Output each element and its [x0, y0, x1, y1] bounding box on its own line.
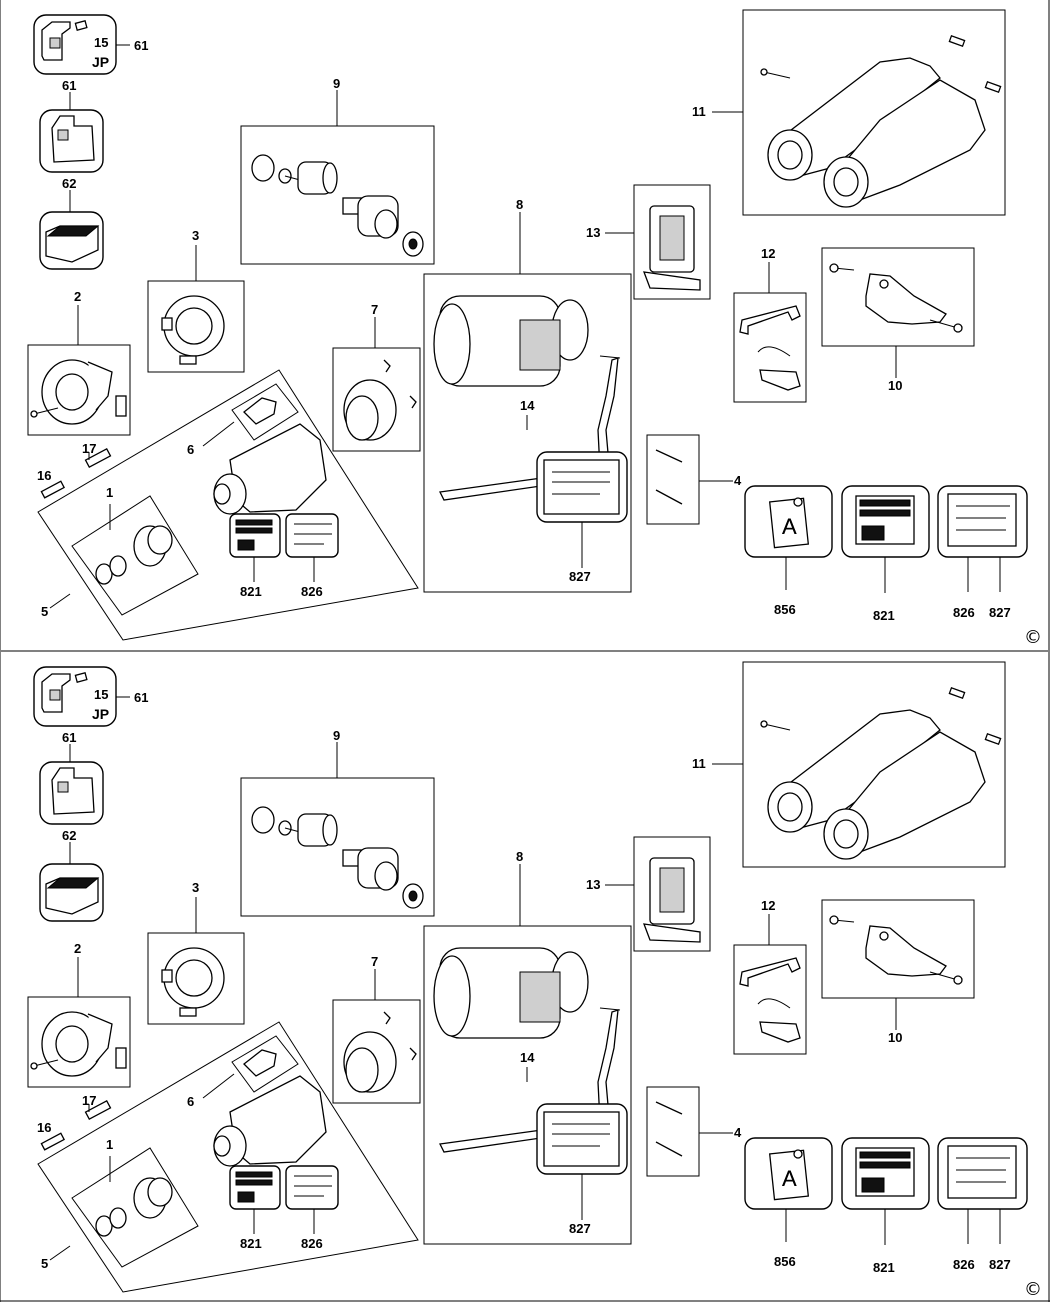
label-17: 17	[82, 1093, 96, 1108]
label-62: 62	[62, 176, 76, 191]
label-1: 1	[106, 1137, 113, 1152]
label-2: 2	[74, 289, 81, 304]
label-856: 856	[774, 602, 796, 617]
label-9: 9	[333, 728, 340, 743]
label-826: 826	[301, 1236, 323, 1251]
label-14: 14	[520, 398, 535, 413]
label-4: 4	[734, 473, 742, 488]
label-827: 827	[569, 1221, 591, 1236]
label-826: 826	[301, 584, 323, 599]
label-61: 61	[134, 38, 148, 53]
label-1: 1	[106, 485, 113, 500]
label-15: 15	[94, 35, 108, 50]
label-11: 11	[692, 104, 706, 119]
label-3: 3	[192, 228, 199, 243]
label-61: 61	[62, 78, 76, 93]
label-16: 16	[37, 1120, 51, 1135]
label-9: 9	[333, 76, 340, 91]
label-17: 17	[82, 441, 96, 456]
label-821: 821	[873, 608, 895, 623]
label-10: 10	[888, 378, 902, 393]
label-6: 6	[187, 1094, 194, 1109]
label-14: 14	[520, 1050, 535, 1065]
label-856-letter: A	[782, 1166, 797, 1191]
label-821: 821	[873, 1260, 895, 1275]
label-10: 10	[888, 1030, 902, 1045]
label-856: 856	[774, 1254, 796, 1269]
panel-top: 61 15 JP 61 62 9 3 2 7 8 13 11 12 10 6 1…	[0, 0, 1050, 651]
label-3: 3	[192, 880, 199, 895]
label-15: 15	[94, 687, 108, 702]
label-12: 12	[761, 898, 775, 913]
label-61: 61	[62, 730, 76, 745]
label-4: 4	[734, 1125, 742, 1140]
copyright-mark: ©	[1024, 1279, 1042, 1300]
label-7: 7	[371, 302, 378, 317]
label-62: 62	[62, 828, 76, 843]
label-821: 821	[240, 584, 262, 599]
label-8: 8	[516, 849, 523, 864]
label-7: 7	[371, 954, 378, 969]
label-827: 827	[569, 569, 591, 584]
label-jp: JP	[92, 706, 109, 722]
label-13: 13	[586, 225, 600, 240]
label-6: 6	[187, 442, 194, 457]
label-16: 16	[37, 468, 51, 483]
label-821: 821	[240, 1236, 262, 1251]
label-5: 5	[41, 1256, 48, 1271]
label-13: 13	[586, 877, 600, 892]
label-2: 2	[74, 941, 81, 956]
label-856-letter: A	[782, 514, 797, 539]
label-61: 61	[134, 690, 148, 705]
panel-bottom: 61 15 JP 61 62 9 3 2 7 8 13 11 12 10 6 1…	[0, 651, 1050, 1303]
label-12: 12	[761, 246, 775, 261]
label-826: 826	[953, 605, 975, 620]
label-827: 827	[989, 1257, 1011, 1272]
label-5: 5	[41, 604, 48, 619]
label-jp: JP	[92, 54, 109, 70]
label-827: 827	[989, 605, 1011, 620]
copyright-mark: ©	[1024, 627, 1042, 648]
label-11: 11	[692, 756, 706, 771]
label-8: 8	[516, 197, 523, 212]
label-826: 826	[953, 1257, 975, 1272]
